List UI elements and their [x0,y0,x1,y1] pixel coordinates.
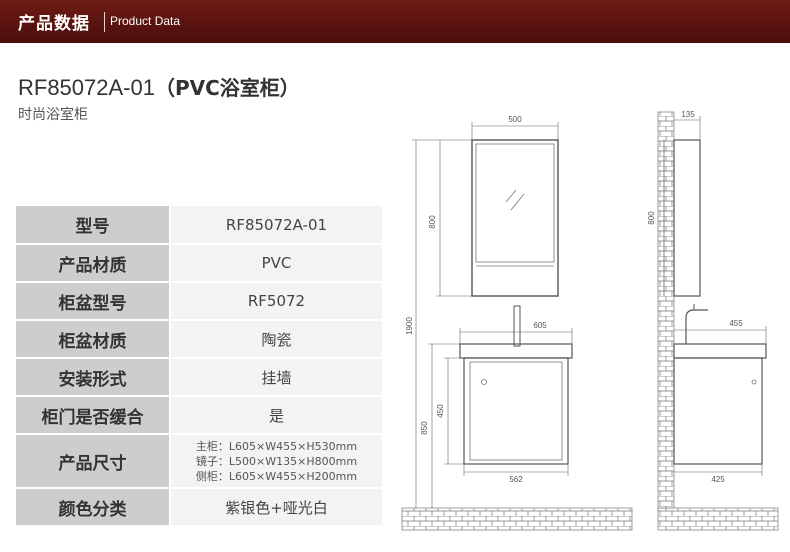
dim-overall-height-label: 1900 [405,317,414,335]
spec-label: 产品尺寸 [16,434,170,489]
spec-label: 安装形式 [16,358,170,397]
faucet-front [513,305,521,347]
mirror-front [471,139,559,297]
product-subtitle: 时尚浴室柜 [18,107,88,123]
dim-side-mirror-height: 800 [647,140,665,296]
spec-label: 产品材质 [16,244,170,283]
cabinet-side [673,343,767,465]
dim-side-cabinet-inner-depth: 425 [674,464,763,484]
spec-row: 安装形式 挂墙 [16,358,382,397]
dim-side-cabinet-depth-label: 455 [729,319,743,328]
spec-label: 型号 [16,206,170,245]
dim-mirror-height: 800 [428,139,472,297]
size-main-cabinet: 主柜：L605×W455×H530mm [195,439,358,453]
cabinet-front [459,343,573,465]
header-divider [104,12,105,32]
dim-cabinet-height-label: 450 [436,404,445,418]
spec-value: 紫银色+哑光白 [169,488,382,527]
faucet-side [685,304,708,344]
dim-side-cabinet-depth: 455 [674,319,767,344]
technical-drawing: 500 800 1900 605 562 [401,110,779,531]
dim-cabinet-inner-width: 562 [463,464,569,484]
section-title-cn: 产品数据 [18,14,90,34]
dim-mirror-width: 500 [471,115,559,140]
floor-front [401,507,633,531]
spec-value: 是 [169,396,382,435]
spec-label: 颜色分类 [16,488,170,527]
spec-value: 主柜：L605×W455×H530mm 镜子：L500×W135×H800mm … [169,434,382,489]
spec-row: 型号 RF85072A-01 [16,206,382,245]
mirror-side [673,139,701,297]
spec-label: 柜盆材质 [16,320,170,359]
spec-row: 产品尺寸 主柜：L605×W455×H530mm 镜子：L500×W135×H8… [16,434,382,489]
spec-value: RF85072A-01 [169,206,382,245]
spec-value: 挂墙 [169,358,382,397]
spec-value: RF5072 [169,282,382,321]
spec-value: 陶瓷 [169,320,382,359]
dim-side-mirror-depth-label: 135 [681,110,695,119]
dim-side-mirror-depth: 135 [674,110,701,140]
dim-mirror-width-label: 500 [508,115,522,124]
dim-cabinet-width-label: 605 [533,321,547,330]
size-side-cabinet: 侧柜：L605×W455×H200mm [195,469,358,483]
dim-side-cabinet-inner-depth-label: 425 [711,475,725,484]
dim-cabinet-inner-width-label: 562 [509,475,523,484]
spec-row: 产品材质 PVC [16,244,382,283]
dim-overall-height: 1900 [405,139,436,508]
product-model: RF85072A-01 [18,75,155,100]
spec-row: 柜门是否缓合 是 [16,396,382,435]
spec-row: 柜盆型号 RF5072 [16,282,382,321]
product-title: RF85072A-01（PVC浴室柜） [18,72,300,101]
spec-row: 柜盆材质 陶瓷 [16,320,382,359]
wall-side [657,111,675,509]
spec-table: 型号 RF85072A-01 产品材质 PVC 柜盆型号 RF5072 柜盆材质… [16,206,382,527]
dim-floor-to-cabinet: 850 [420,343,460,508]
spec-label: 柜盆型号 [16,282,170,321]
spec-row: 颜色分类 紫银色+哑光白 [16,488,382,527]
dim-mirror-height-label: 800 [428,215,437,229]
floor-side [657,507,779,531]
product-name: （PVC浴室柜） [154,76,300,100]
dim-cabinet-height: 450 [436,357,464,465]
section-title-en: Product Data [110,14,181,28]
spec-label: 柜门是否缓合 [16,396,170,435]
dim-floor-to-cabinet-label: 850 [420,421,429,435]
dim-side-mirror-height-label: 800 [647,211,656,225]
spec-value: PVC [169,244,382,283]
dim-cabinet-width: 605 [459,321,573,344]
section-header: 产品数据 Product Data [0,0,790,43]
size-list: 主柜：L605×W455×H530mm 镜子：L500×W135×H800mm … [196,439,357,484]
size-mirror: 镜子：L500×W135×H800mm [195,454,358,468]
